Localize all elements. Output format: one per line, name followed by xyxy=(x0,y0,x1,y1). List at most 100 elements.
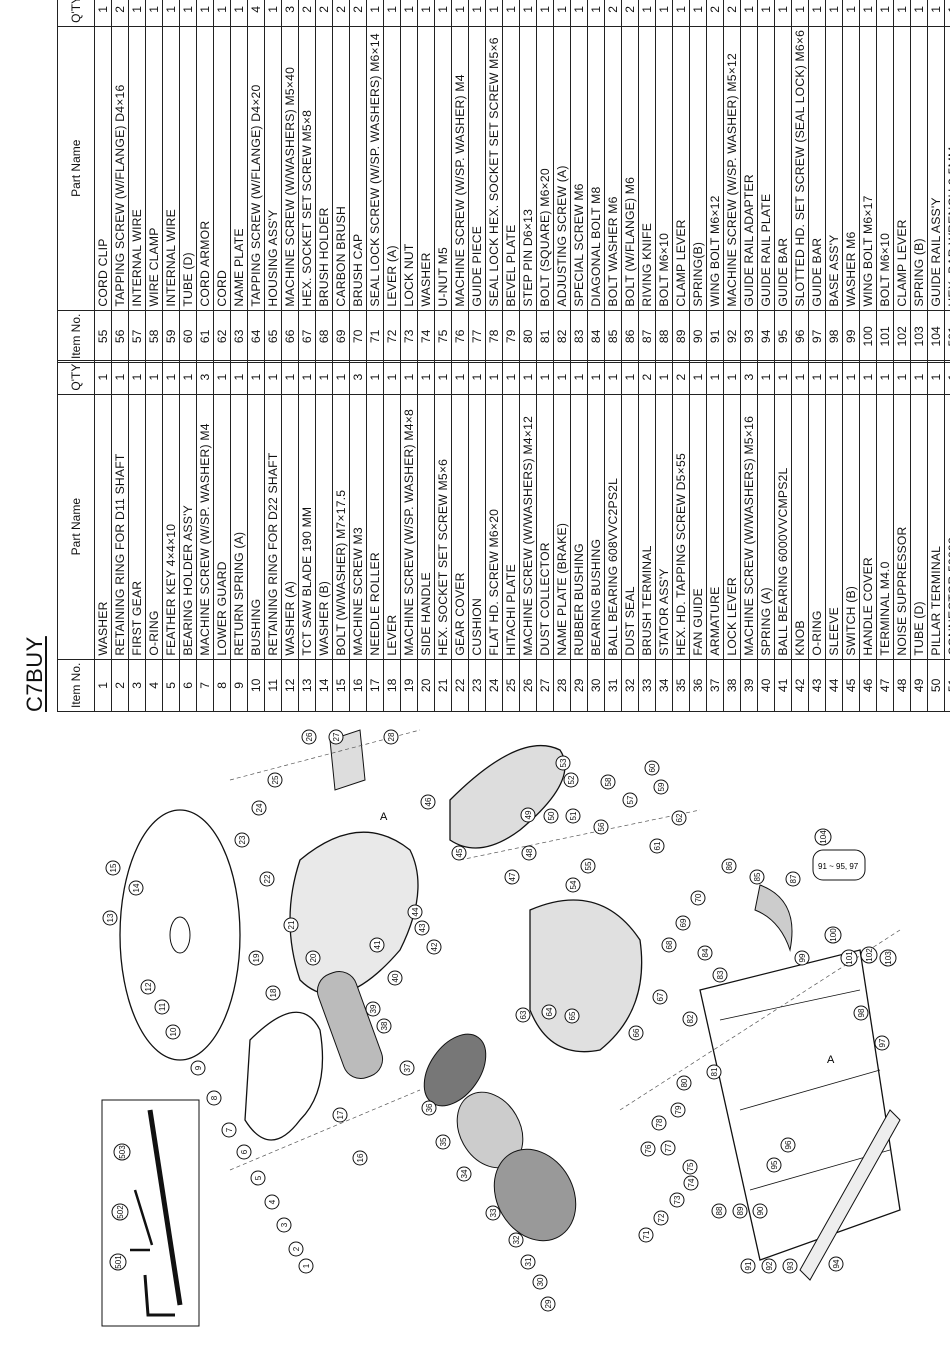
callout-25: 25 xyxy=(267,772,283,788)
callout-label: 86 xyxy=(725,861,734,870)
callout-label: 67 xyxy=(656,992,665,1001)
item-no-cell: 91 xyxy=(706,310,724,363)
callout-label: 72 xyxy=(657,1213,666,1222)
callout-label: 90 xyxy=(756,1206,765,1215)
qty-cell: 1 xyxy=(825,0,843,27)
callout-label: 5 xyxy=(254,1175,263,1180)
qty-cell: 1 xyxy=(553,0,571,27)
callout-56: 56 xyxy=(593,819,609,835)
callout-label: 88 xyxy=(715,1206,724,1215)
callout-102: 102 xyxy=(860,946,878,964)
part-name-cell: BEARING BUSHING xyxy=(587,394,605,660)
part-name-cell: BRUSH CAP xyxy=(349,26,367,311)
qty-cell: 1 xyxy=(808,0,826,27)
item-no-cell: 87 xyxy=(638,310,656,363)
part-name-cell: GUIDE BAR xyxy=(808,26,826,311)
callout-label: 16 xyxy=(356,1153,365,1162)
qty-cell: 1 xyxy=(859,360,877,395)
callout-81: 81 xyxy=(706,1064,722,1080)
part-name-cell: MACHINE SCREW (W/WASHERS) M5×16 xyxy=(740,394,758,660)
part-name-cell: NEEDLE ROLLER xyxy=(366,394,384,660)
item-no-cell: 58 xyxy=(145,310,163,363)
part-name-cell: RUBBER BUSHING xyxy=(570,394,588,660)
callout-label: 75 xyxy=(686,1162,695,1171)
qty-cell: 1 xyxy=(298,360,316,395)
callout-85: 85 xyxy=(749,869,765,885)
part-name-cell: BUSHING xyxy=(247,394,265,660)
part-name-cell: CONNECTOR 50092 xyxy=(944,394,950,660)
callout-label: 13 xyxy=(106,913,115,922)
callout-17: 17 xyxy=(332,1107,348,1123)
qty-cell: 1 xyxy=(111,360,129,395)
item-no-cell: 501 xyxy=(944,310,950,363)
item-no-cell: 92 xyxy=(723,310,741,363)
callout-label: 56 xyxy=(597,822,606,831)
qty-cell: 1 xyxy=(825,360,843,395)
qty-cell: 1 xyxy=(366,0,384,27)
qty-cell: 1 xyxy=(570,360,588,395)
callout-label: 52 xyxy=(567,775,576,784)
callout-24: 24 xyxy=(251,800,267,816)
callout-63: 63 xyxy=(515,1007,531,1023)
part-name-cell: SPRING (B) xyxy=(910,26,928,311)
callout-label: 87 xyxy=(789,874,798,883)
callout-label: 91 xyxy=(744,1261,753,1270)
part-name-cell: CORD xyxy=(213,26,231,311)
callout-label: 24 xyxy=(255,803,264,812)
callout-67: 67 xyxy=(652,989,668,1005)
part-name-cell: MACHINE SCREW M3 xyxy=(349,394,367,660)
qty-cell: 1 xyxy=(519,360,537,395)
callout-label: 38 xyxy=(380,1021,389,1030)
hex-wrench xyxy=(143,1274,175,1317)
part-name-cell: FIRST GEAR xyxy=(128,394,146,660)
part-name-cell: KNOB xyxy=(791,394,809,660)
callout-label: 77 xyxy=(664,1143,673,1152)
part-name-cell: GUIDE PIECE xyxy=(468,26,486,311)
callout-label: 101 xyxy=(845,951,854,965)
callout-71: 71 xyxy=(638,1227,654,1243)
callout-23: 23 xyxy=(234,832,250,848)
item-no-cell: 70 xyxy=(349,310,367,363)
qty-cell: 1 xyxy=(417,360,435,395)
callout-label: 54 xyxy=(569,880,578,889)
qty-cell: 1 xyxy=(366,360,384,395)
callout-label: 12 xyxy=(144,982,153,991)
callout-label: 42 xyxy=(430,942,439,951)
qty-cell: 1 xyxy=(944,0,950,27)
part-name-cell: LOCK NUT xyxy=(400,26,418,311)
callout-label: 41 xyxy=(373,940,382,949)
stator xyxy=(493,1148,577,1242)
callout-label: 19 xyxy=(252,953,261,962)
part-name-cell: CORD CLIP xyxy=(94,26,112,311)
callout-74: 74 xyxy=(683,1175,699,1191)
exploded-diagram-svg: A A 91 ~ 95, 97 123456789101112131415161… xyxy=(101,729,901,1327)
callout-72: 72 xyxy=(653,1210,669,1226)
qty-cell: 1 xyxy=(927,0,945,27)
callout-label: 100 xyxy=(829,928,838,942)
callout-label: 47 xyxy=(508,872,517,881)
callout-label: 76 xyxy=(644,1144,653,1153)
callout-2: 2 xyxy=(288,1241,304,1257)
callout-97: 97 xyxy=(874,1035,890,1051)
callout-label: 26 xyxy=(305,732,314,741)
